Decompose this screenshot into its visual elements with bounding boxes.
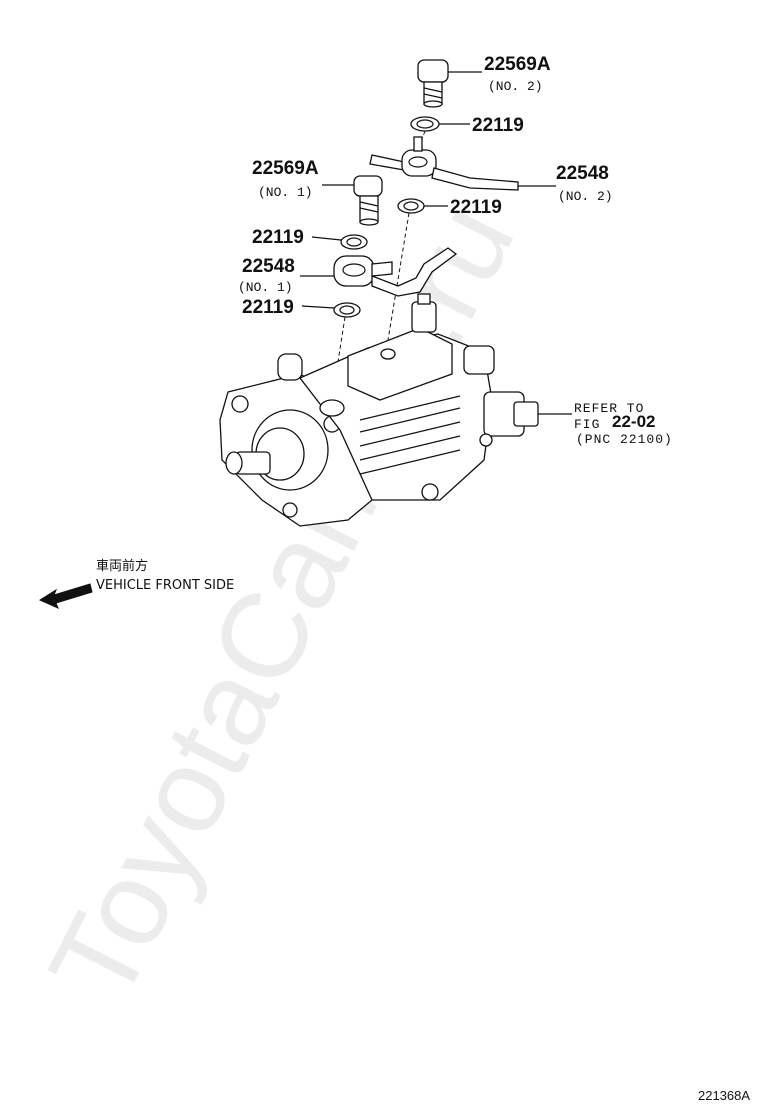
injection-pipe-no1-drawing <box>333 247 458 297</box>
callout-gasket-left-part: 22119 <box>252 227 304 248</box>
callout-bolt-no1-part: 22569A <box>252 158 319 179</box>
refer-fig-prefix: FIG <box>574 417 600 432</box>
direction-japanese: 車両前方 <box>96 558 148 574</box>
callout-gasket-low-part: 22119 <box>242 297 294 318</box>
leader-gasket-low <box>301 305 335 309</box>
callout-gasket-mid-part: 22119 <box>450 197 502 218</box>
callout-pipe-no1-sub: (NO. 1) <box>238 280 293 295</box>
leader-gasket-left <box>311 236 342 241</box>
refer-pnc: (PNC 22100) <box>576 432 673 447</box>
figure-code: 221368A <box>698 1088 750 1103</box>
callout-pipe-no2-part: 22548 <box>556 163 609 184</box>
direction-english: VEHICLE FRONT SIDE <box>96 578 234 593</box>
callout-bolt-no2-sub: (NO. 2) <box>488 79 543 94</box>
callout-bolt-no1-sub: (NO. 1) <box>258 185 313 200</box>
gasket-left-drawing <box>340 234 368 250</box>
gasket-mid-drawing <box>397 198 425 214</box>
callout-pipe-no1-part: 22548 <box>242 256 295 277</box>
callout-bolt-no2-part: 22569A <box>484 54 551 75</box>
refer-line1: REFER TO <box>574 401 644 416</box>
union-bolt-no2-drawing <box>417 59 449 108</box>
gasket-low-drawing <box>333 302 361 318</box>
callout-gasket-top-part: 22119 <box>472 115 524 136</box>
refer-fig-number: 22-02 <box>612 412 655 431</box>
union-bolt-no1-drawing <box>353 175 383 226</box>
injection-pump-assembly-drawing <box>219 293 539 527</box>
injection-pipe-no2-drawing <box>369 136 519 191</box>
gasket-top-drawing <box>410 116 440 132</box>
arrow-left-icon <box>38 583 93 609</box>
callout-pipe-no2-sub: (NO. 2) <box>558 189 613 204</box>
